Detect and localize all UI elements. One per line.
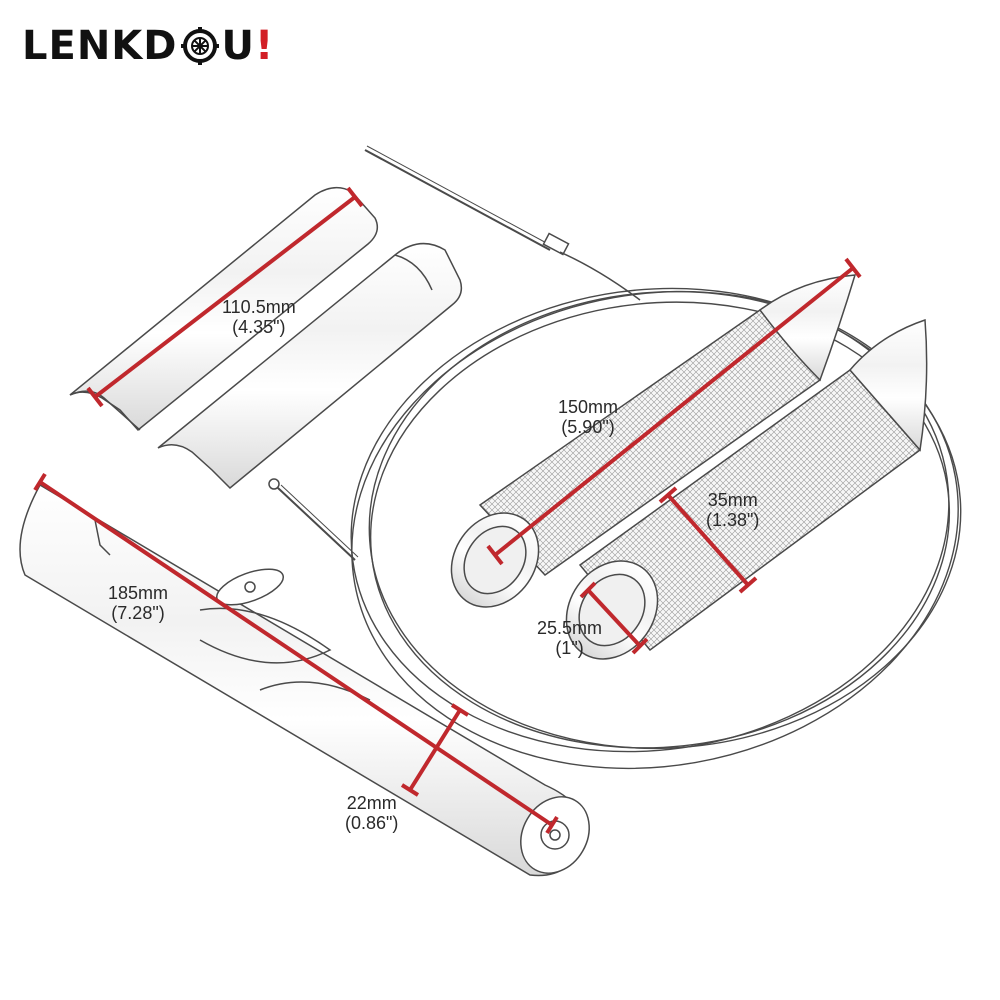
label-grip-diameter-imperial: (1.38")	[706, 510, 760, 530]
brand-name-suffix: U	[221, 23, 255, 69]
label-tube-diameter: 22mm (0.86")	[345, 793, 398, 833]
sleeve-half-bottom	[157, 242, 463, 490]
label-sleeve-length-metric: 110.5mm	[222, 297, 296, 317]
dim-line-grip-diameter	[658, 486, 758, 594]
label-bar-diameter-imperial: (1")	[555, 638, 584, 658]
label-tube-diameter-imperial: (0.86")	[345, 813, 399, 833]
label-tube-length: 185mm (7.28")	[108, 583, 168, 623]
brand-name-prefix: LENKD	[22, 23, 178, 69]
label-grip-diameter: 35mm (1.38")	[706, 490, 759, 530]
dim-line-sleeve-length	[86, 186, 364, 408]
dim-line-grip-length	[486, 257, 862, 566]
brand-name-bang: !	[254, 23, 275, 69]
dimension-lines	[33, 186, 862, 835]
cable-end-pin	[268, 478, 359, 561]
label-tube-length-metric: 185mm	[108, 583, 169, 603]
label-grip-length: 150mm (5.90")	[558, 397, 618, 437]
brand-logo: LENKD U !	[22, 22, 274, 70]
label-bar-diameter-metric: 25.5mm	[537, 618, 603, 638]
throttle-cable	[350, 287, 962, 770]
label-tube-length-imperial: (7.28")	[111, 603, 165, 623]
dim-line-tube-diameter	[400, 703, 470, 797]
hand-grip-upper	[450, 274, 857, 608]
label-grip-length-metric: 150mm	[558, 397, 619, 417]
label-sleeve-length: 110.5mm (4.35")	[222, 297, 296, 337]
label-bar-diameter: 25.5mm (1")	[537, 618, 602, 658]
label-sleeve-length-imperial: (4.35")	[232, 317, 286, 337]
label-grip-length-imperial: (5.90")	[561, 417, 615, 437]
dim-line-bar-diameter	[579, 581, 649, 655]
label-tube-diameter-metric: 22mm	[346, 793, 397, 813]
gear-wheel-icon	[180, 27, 219, 65]
hand-grip-lower	[565, 318, 928, 660]
dim-line-tube-length	[33, 472, 559, 835]
cable-end-rod	[364, 145, 641, 301]
label-grip-diameter-metric: 35mm	[707, 490, 758, 510]
